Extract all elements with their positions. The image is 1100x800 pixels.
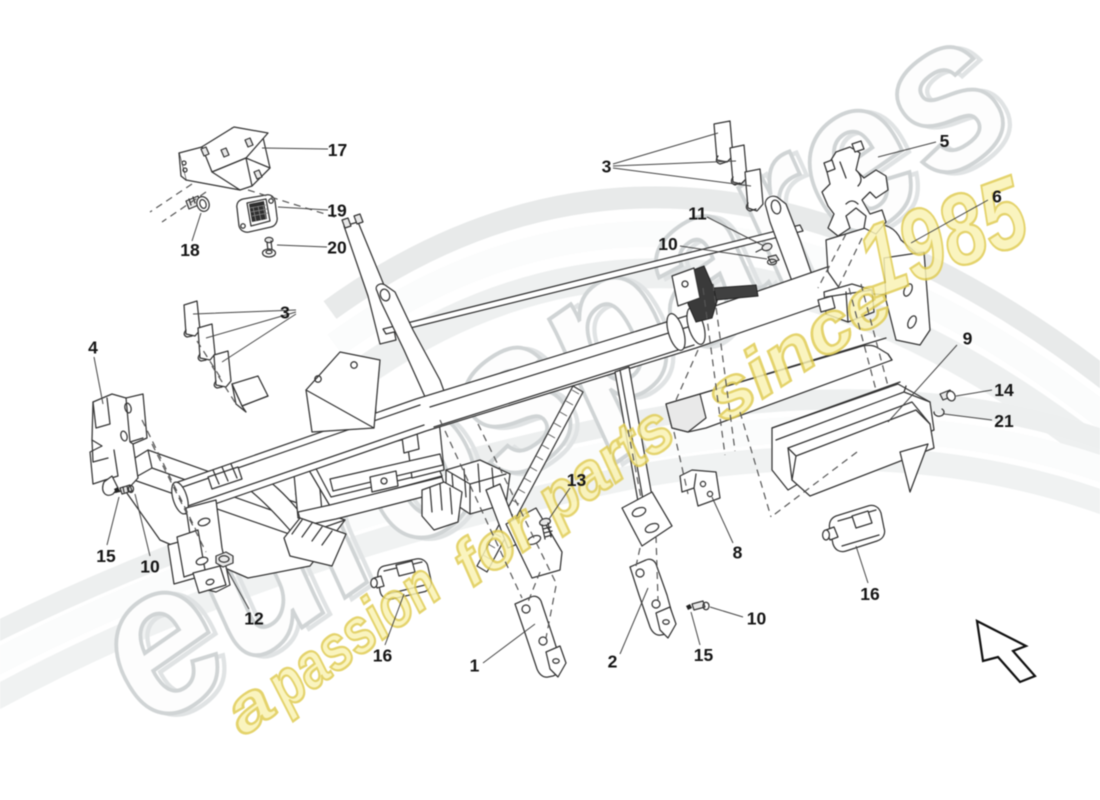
svg-text:15: 15 (694, 645, 714, 665)
svg-text:6: 6 (992, 187, 1002, 207)
svg-text:12: 12 (244, 609, 264, 629)
svg-text:15: 15 (96, 546, 116, 566)
svg-text:9: 9 (963, 329, 973, 349)
svg-text:10: 10 (747, 609, 767, 629)
svg-text:19: 19 (327, 201, 347, 221)
svg-text:13: 13 (567, 470, 587, 490)
svg-text:17: 17 (328, 140, 347, 160)
svg-text:3: 3 (280, 303, 290, 323)
svg-text:1: 1 (470, 656, 480, 676)
svg-text:8: 8 (733, 543, 743, 563)
svg-text:3: 3 (602, 157, 612, 177)
svg-text:14: 14 (994, 380, 1014, 400)
svg-text:11: 11 (688, 204, 707, 224)
svg-text:2: 2 (608, 652, 618, 672)
svg-text:18: 18 (180, 240, 200, 260)
svg-text:5: 5 (940, 131, 950, 151)
svg-text:4: 4 (88, 338, 98, 358)
svg-text:10: 10 (658, 234, 678, 254)
svg-text:16: 16 (373, 646, 393, 666)
svg-text:21: 21 (994, 411, 1014, 431)
svg-text:20: 20 (327, 238, 347, 258)
svg-text:10: 10 (140, 557, 160, 577)
svg-text:16: 16 (860, 584, 880, 604)
